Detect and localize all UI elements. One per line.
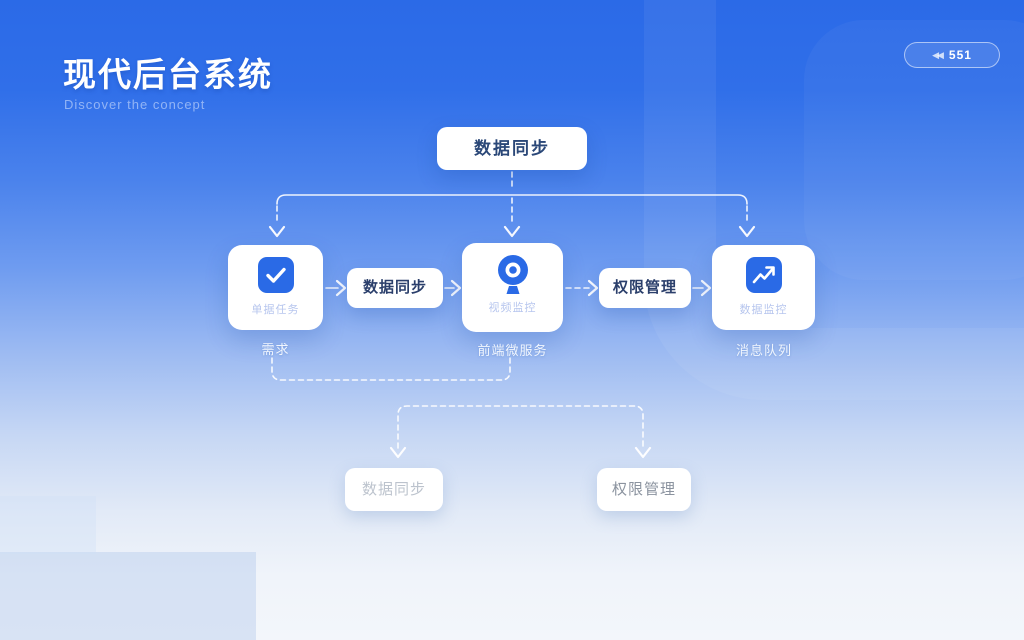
flow-card-analytics: 数据监控	[712, 245, 815, 330]
webcam-icon	[493, 254, 533, 296]
card-caption: 消息队列	[735, 343, 792, 358]
output-box-permissions: 权限管理	[597, 468, 691, 511]
trend-arrow-icon	[745, 256, 783, 298]
flow-pill-permissions: 权限管理	[599, 268, 691, 308]
top-right-badge[interactable]: ◀◀ 551	[904, 42, 1000, 68]
badge-label: 551	[948, 48, 972, 62]
card-caption: 需求	[261, 342, 290, 357]
card-label: 单据任务	[251, 304, 300, 316]
check-icon	[257, 256, 295, 298]
background-block-bottom-left-small	[0, 496, 96, 554]
flow-card-tasks: 单据任务	[228, 245, 323, 330]
output-box-data-sync: 数据同步	[345, 468, 443, 511]
root-node: 数据同步	[437, 127, 587, 170]
page-title: 现代后台系统	[63, 56, 273, 93]
rewind-icon: ◀◀	[932, 49, 944, 60]
card-label: 数据监控	[739, 304, 788, 316]
flow-pill-data-sync: 数据同步	[347, 268, 443, 308]
card-caption: 前端微服务	[477, 343, 548, 358]
page-subtitle: Discover the concept	[64, 97, 206, 112]
card-label: 视频监控	[488, 302, 537, 314]
background-block-bottom-left	[0, 552, 256, 640]
flow-card-monitor: 视频监控	[462, 243, 563, 332]
